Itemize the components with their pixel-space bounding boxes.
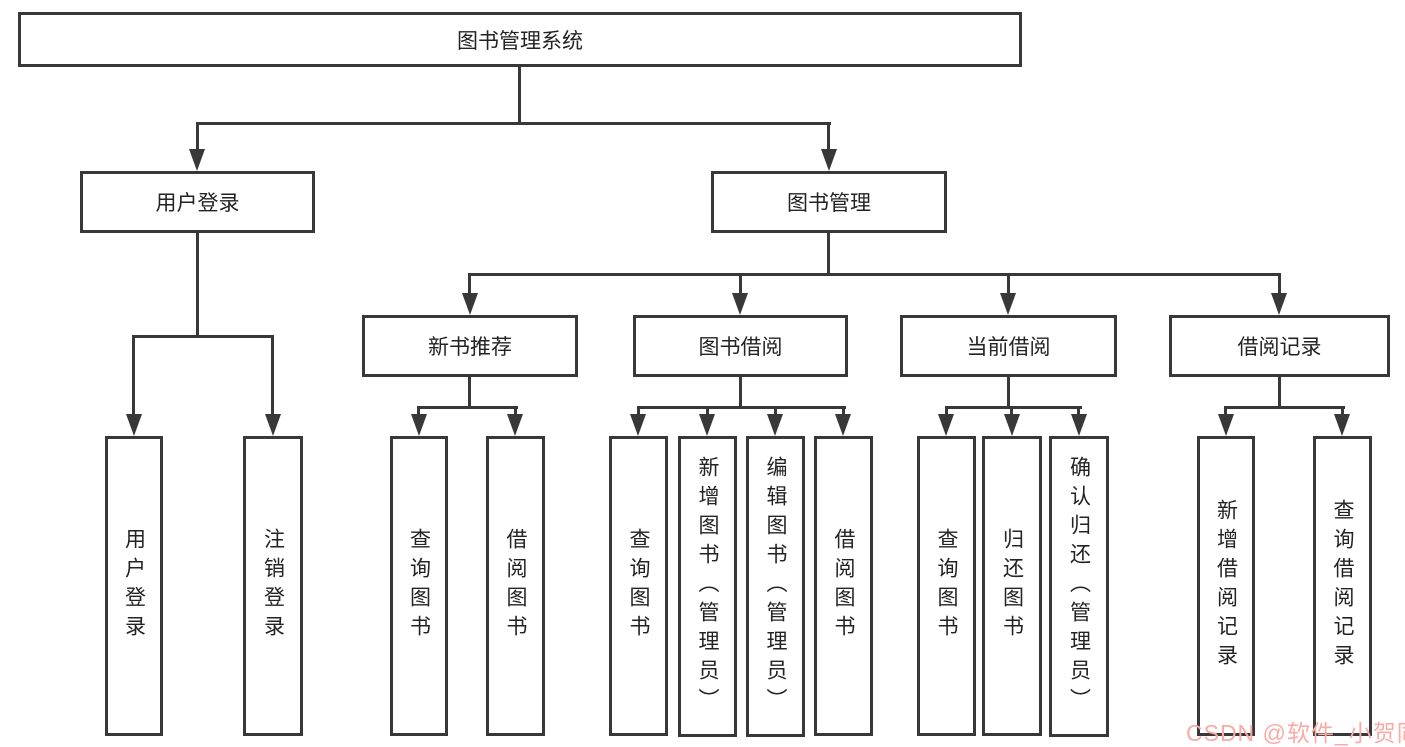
connector-line xyxy=(827,232,830,276)
leaf-query-borrow-record: 查询借阅记录 xyxy=(1313,436,1372,736)
connector-line xyxy=(271,335,274,417)
connector-line xyxy=(774,406,777,417)
node-book-management: 图书管理 xyxy=(711,171,947,233)
connector-line xyxy=(518,66,521,125)
connector-line xyxy=(1007,273,1010,296)
node-current-borrowing-label: 当前借阅 xyxy=(966,336,1051,359)
node-book-borrowing: 图书借阅 xyxy=(633,315,848,377)
arrow-down-icon xyxy=(265,414,281,436)
connector-line xyxy=(417,406,518,409)
connector-line xyxy=(827,122,830,152)
arrow-down-icon xyxy=(630,414,646,436)
leaf-user-login: 用户登录 xyxy=(105,436,163,736)
connector-line xyxy=(132,335,274,338)
connector-line xyxy=(1278,273,1281,296)
arrow-down-icon xyxy=(1000,293,1016,315)
leaf-borrow-books-borrowing-label: 借阅图书 xyxy=(832,528,855,644)
connector-line xyxy=(1224,406,1345,409)
connector-line xyxy=(1341,406,1344,417)
leaf-query-books-borrowing-label: 查询图书 xyxy=(627,528,650,644)
leaf-confirm-return-admin: 确认归还（管理员） xyxy=(1049,436,1109,737)
node-book-management-label: 图书管理 xyxy=(787,192,871,215)
node-new-book-recommendation: 新书推荐 xyxy=(362,315,578,377)
arrow-down-icon xyxy=(1071,414,1087,436)
arrow-down-icon xyxy=(1004,414,1020,436)
node-borrowing-records: 借阅记录 xyxy=(1169,315,1390,377)
leaf-add-borrow-record: 新增借阅记录 xyxy=(1197,436,1255,736)
arrow-down-icon xyxy=(1334,414,1350,436)
connector-line xyxy=(196,232,199,338)
connector-line xyxy=(1278,376,1281,409)
arrow-down-icon xyxy=(189,149,205,171)
arrow-down-icon xyxy=(462,293,478,315)
connector-line xyxy=(739,376,742,409)
arrow-down-icon xyxy=(507,414,523,436)
connector-line xyxy=(637,406,846,409)
node-user-login-label: 用户登录 xyxy=(155,192,240,215)
connector-line xyxy=(132,335,135,417)
leaf-logout: 注销登录 xyxy=(243,436,303,736)
connector-line xyxy=(196,122,831,125)
leaf-return-books-label: 归还图书 xyxy=(1000,528,1024,644)
node-root-label: 图书管理系统 xyxy=(457,29,583,53)
arrow-down-icon xyxy=(411,414,427,436)
leaf-query-books-current-label: 查询图书 xyxy=(935,528,958,644)
leaf-query-books-current: 查询图书 xyxy=(917,436,976,736)
leaf-borrow-books-borrowing: 借阅图书 xyxy=(814,436,873,736)
node-book-borrowing-label: 图书借阅 xyxy=(698,336,783,359)
leaf-return-books: 归还图书 xyxy=(982,436,1042,736)
connector-line xyxy=(637,406,640,417)
node-user-login: 用户登录 xyxy=(80,171,315,233)
leaf-add-books-admin: 新增图书（管理员） xyxy=(678,436,737,737)
arrow-down-icon xyxy=(1218,414,1234,436)
connector-line xyxy=(1077,406,1080,417)
connector-line xyxy=(468,273,471,296)
arrow-down-icon xyxy=(699,414,715,436)
leaf-edit-books-admin: 编辑图书（管理员） xyxy=(746,436,805,737)
arrow-down-icon xyxy=(126,414,142,436)
leaf-add-books-admin-label: 新增图书（管理员） xyxy=(696,456,719,717)
connector-line xyxy=(842,406,845,417)
connector-line xyxy=(196,122,199,152)
arrow-down-icon xyxy=(938,414,954,436)
leaf-add-borrow-record-label: 新增借阅记录 xyxy=(1214,499,1238,673)
arrow-down-icon xyxy=(835,414,851,436)
arrow-down-icon xyxy=(732,293,748,315)
connector-line xyxy=(945,406,948,417)
leaf-edit-books-admin-label: 编辑图书（管理员） xyxy=(764,456,787,717)
connector-line xyxy=(1007,376,1010,409)
leaf-borrow-books-recommend-label: 借阅图书 xyxy=(504,528,527,644)
connector-line xyxy=(1010,406,1013,417)
connector-line xyxy=(945,406,1082,409)
arrow-down-icon xyxy=(821,149,837,171)
leaf-query-books-recommend: 查询图书 xyxy=(390,436,448,736)
connector-line xyxy=(1224,406,1227,417)
node-current-borrowing: 当前借阅 xyxy=(900,315,1117,377)
leaf-query-books-borrowing: 查询图书 xyxy=(609,436,668,736)
connector-line xyxy=(706,406,709,417)
connector-line xyxy=(468,273,1281,276)
connector-line xyxy=(514,406,517,417)
node-new-book-recommendation-label: 新书推荐 xyxy=(428,336,512,359)
arrow-down-icon xyxy=(767,414,783,436)
node-root: 图书管理系统 xyxy=(18,12,1022,67)
connector-line xyxy=(417,406,420,417)
arrow-down-icon xyxy=(1271,293,1287,315)
leaf-query-books-recommend-label: 查询图书 xyxy=(407,528,431,644)
connector-line xyxy=(468,376,471,409)
node-borrowing-records-label: 借阅记录 xyxy=(1237,336,1322,359)
leaf-confirm-return-admin-label: 确认归还（管理员） xyxy=(1067,456,1091,717)
connector-line xyxy=(739,273,742,296)
leaf-user-login-label: 用户登录 xyxy=(122,528,146,644)
leaf-logout-label: 注销登录 xyxy=(261,528,285,644)
watermark: CSDN @软件_小贺同学 xyxy=(1186,720,1405,746)
leaf-query-borrow-record-label: 查询借阅记录 xyxy=(1331,499,1354,673)
leaf-borrow-books-recommend: 借阅图书 xyxy=(486,436,545,736)
